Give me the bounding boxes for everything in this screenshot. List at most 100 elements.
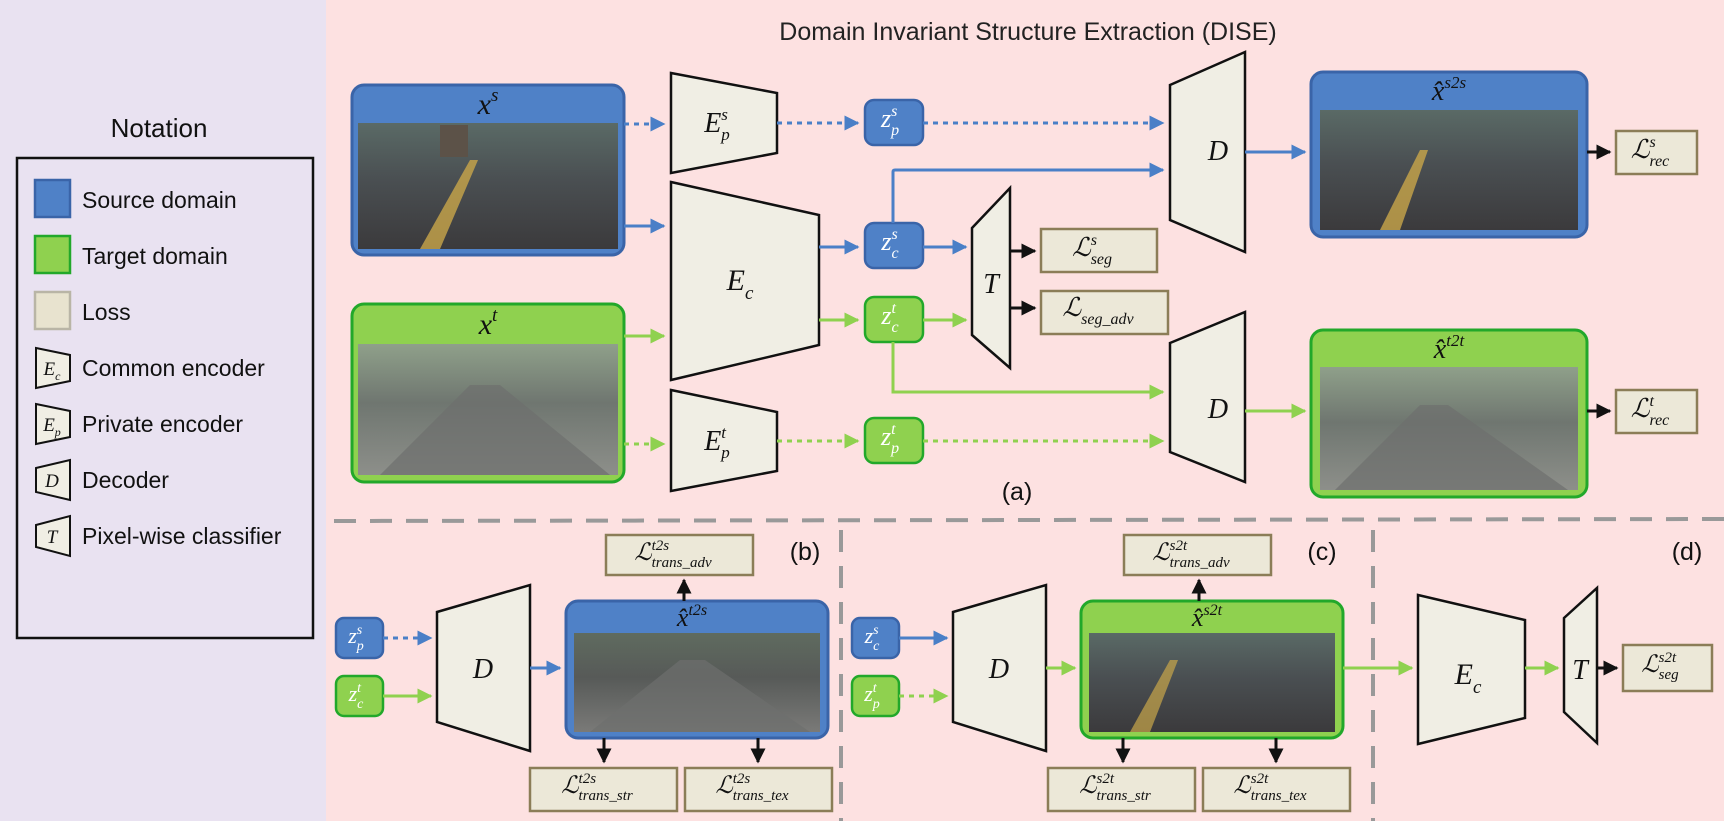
private-encoder-target — [669, 388, 779, 493]
panel-b-label: (b) — [790, 538, 821, 566]
source-image-lane — [420, 160, 478, 249]
decoder-source-label: D — [1207, 136, 1228, 167]
notation-item-3: Ec Common encoder — [35, 346, 265, 390]
pixel-classifier-label: T — [983, 269, 1001, 300]
notation-label-5: Decoder — [82, 467, 169, 493]
source-image-title: xs — [477, 85, 499, 121]
source-image-photo — [358, 123, 618, 249]
panel-c-loss-adv-box — [1122, 533, 1273, 577]
loss-seg-adv-label: ℒseg_adv — [1062, 293, 1134, 328]
notation-swatch-1 — [33, 234, 72, 275]
private-encoder-source — [669, 71, 779, 175]
notation-item-4: Ep Private encoder — [35, 402, 243, 446]
xt-title-text: xt — [478, 305, 498, 341]
panel-c-decoder-label: D — [988, 654, 1009, 685]
notation-symbol-4: Ep — [42, 415, 61, 439]
panel-b-loss-str-box — [528, 766, 679, 813]
panel-a-label: (a) — [1002, 478, 1033, 506]
arrow-zct-to-decoder — [891, 342, 1165, 400]
b-xhat-label-text: x̂t2s — [676, 602, 707, 632]
notation-item-0: Source domain — [33, 178, 237, 219]
panel-c-image-label: x̂s2t — [1191, 602, 1223, 632]
lsegadv-label-text: ℒseg_adv — [1062, 293, 1134, 328]
panel-c-image-lane — [1130, 660, 1178, 732]
loss-rec-s-box — [1614, 129, 1699, 176]
c-xhat-label-text: x̂s2t — [1191, 602, 1223, 632]
diagram-title: Domain Invariant Structure Extraction (D… — [779, 18, 1276, 46]
panel-c-label: (c) — [1307, 538, 1336, 566]
xt2t-label-text: x̂t2t — [1433, 331, 1466, 365]
panel-d-label: (d) — [1672, 538, 1703, 566]
notation-decoder-icon — [35, 458, 71, 502]
panel-b-loss-adv-box — [604, 533, 755, 577]
notation-swatch-0 — [33, 178, 72, 219]
panel-c-image-photo — [1089, 633, 1335, 732]
recon-source-label: x̂s2s — [1431, 73, 1467, 107]
notation-label-4: Private encoder — [82, 411, 243, 437]
decoder-target-label: D — [1207, 394, 1228, 425]
xs2s-label-text: x̂s2s — [1431, 73, 1467, 107]
Ec-label-text: Ec — [726, 264, 754, 304]
panel-c-loss-str-box — [1046, 766, 1197, 813]
notation-label-3: Common encoder — [82, 355, 265, 381]
notation-symbol-3: Ec — [43, 359, 62, 383]
notation-label-1: Target domain — [82, 243, 228, 269]
decoder-source — [1168, 50, 1247, 254]
notation-item-2: Loss — [33, 290, 131, 331]
target-image-title: xt — [478, 305, 498, 341]
notation-classifier-icon — [35, 514, 71, 558]
notation-label-0: Source domain — [82, 187, 237, 213]
d-ec-label-text: Ec — [1454, 658, 1482, 698]
loss-seg-adv-box — [1039, 289, 1170, 336]
source-image-truck — [440, 125, 468, 157]
recon-target-road — [1335, 405, 1568, 490]
recon-source-lane — [1380, 150, 1428, 230]
panel-c-decoder — [951, 583, 1048, 753]
panel-b-image-label: x̂t2s — [676, 602, 707, 632]
recon-target-label: x̂t2t — [1433, 331, 1466, 365]
panel-b-image-road — [590, 660, 810, 732]
loss-seg-box — [1039, 227, 1159, 274]
xs-title-text: xs — [477, 85, 499, 121]
notation-label-6: Pixel-wise classifier — [82, 523, 282, 549]
notation-encoder-icon — [35, 402, 71, 446]
common-encoder — [669, 180, 821, 382]
